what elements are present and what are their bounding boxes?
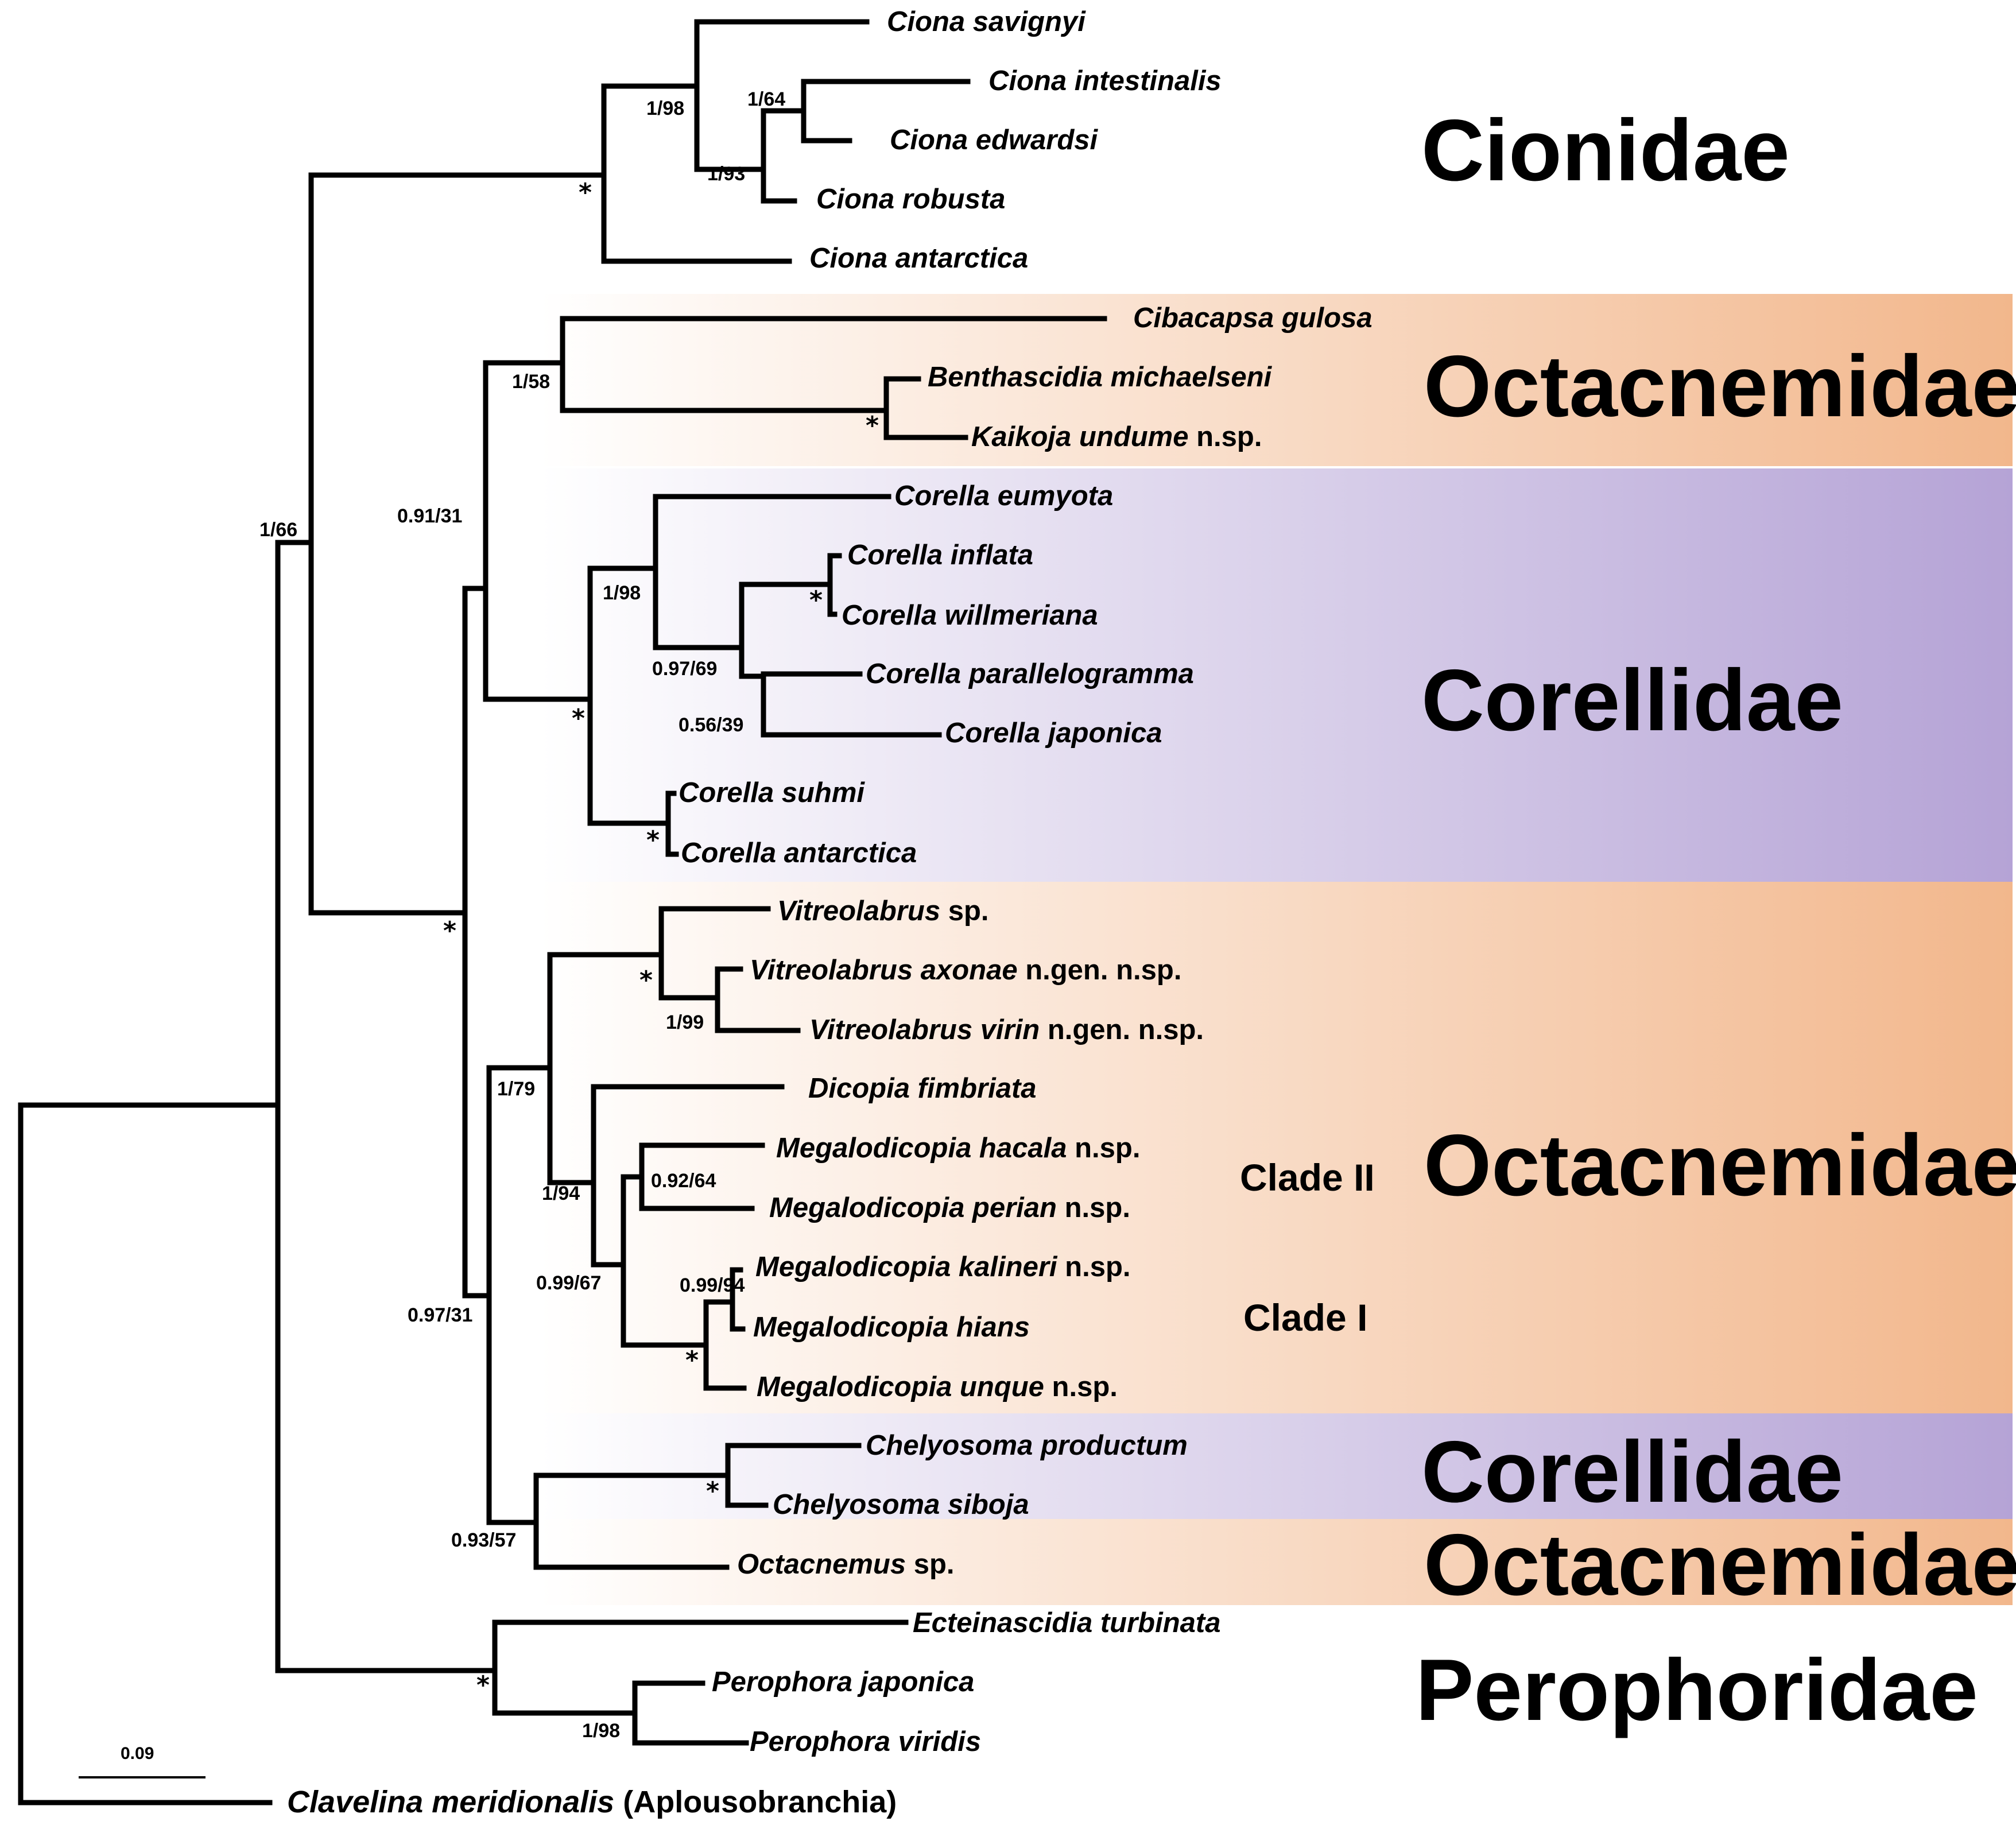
taxon-label: Ciona edwardsi — [890, 125, 1099, 156]
taxon-label: Vitreolabrus sp. — [777, 896, 989, 927]
support-value: 1/98 — [582, 1720, 620, 1742]
support-star: * — [579, 178, 592, 207]
taxon-label: Corella inflata — [847, 540, 1033, 571]
support-values: 1/66 * 1/98 1/64 1/93 * 0.91/31 1/58 * *… — [259, 88, 879, 1742]
family-label-octacnemidae: Octacnemidae — [1424, 1117, 2016, 1214]
clade-i-label: Clade I — [1243, 1296, 1367, 1339]
taxon-label: Chelyosoma productum — [866, 1430, 1188, 1461]
taxon-label: Corella eumyota — [894, 480, 1113, 512]
taxon-label: Cibacapsa gulosa — [1133, 303, 1373, 334]
support-value: 0.97/69 — [652, 658, 717, 680]
support-value: 1/94 — [542, 1183, 580, 1204]
support-value: 0.92/64 — [651, 1170, 716, 1192]
octacnemidae-band-1 — [540, 294, 2013, 466]
clade-ii-label: Clade II — [1240, 1156, 1375, 1199]
taxon-label: Corella suhmi — [679, 777, 865, 808]
family-label-octacnemidae: Octacnemidae — [1424, 1516, 2016, 1614]
support-value: 0.97/31 — [408, 1304, 472, 1326]
taxon-label: Megalodicopia unque n.sp. — [757, 1371, 1118, 1402]
taxon-label: Corella parallelogramma — [866, 658, 1194, 689]
support-star: * — [646, 826, 660, 855]
taxon-label: Perophora japonica — [712, 1667, 974, 1698]
taxon-label: Dicopia fimbriata — [808, 1073, 1037, 1104]
family-label-corellidae: Corellidae — [1421, 652, 1843, 749]
taxon-label: Chelyosoma siboja — [773, 1489, 1029, 1520]
taxon-label: Clavelina meridionalis (Aplousobranchia) — [287, 1785, 897, 1819]
tree-branches — [18, 19, 1107, 1805]
family-label-perophoridae: Perophoridae — [1416, 1641, 1978, 1739]
family-label-cionidae: Cionidae — [1421, 102, 1790, 199]
support-star: * — [639, 966, 653, 995]
support-star: * — [809, 586, 823, 615]
taxon-label: Kaikoja undume n.sp. — [971, 421, 1262, 452]
taxon-label: Corella willmeriana — [842, 600, 1098, 631]
support-star: * — [866, 411, 879, 440]
support-star: * — [476, 1671, 490, 1700]
support-value: 1/98 — [603, 582, 641, 604]
taxon-label: Ciona antarctica — [809, 243, 1028, 274]
support-star: * — [572, 704, 585, 733]
support-value: 1/79 — [497, 1078, 535, 1100]
taxon-label: Vitreolabrus axonae n.gen. n.sp. — [750, 955, 1181, 986]
scale-bar-label: 0.09 — [121, 1744, 154, 1763]
taxon-label: Ciona robusta — [816, 184, 1005, 215]
support-value: 1/98 — [646, 98, 684, 119]
taxon-label: Ciona savignyi — [887, 6, 1086, 37]
support-value: 0.56/39 — [679, 714, 743, 736]
taxon-label: Ecteinascidia turbinata — [913, 1607, 1220, 1638]
taxon-label: Megalodicopia perian n.sp. — [769, 1192, 1130, 1223]
support-value: 1/99 — [666, 1012, 704, 1033]
support-value: 0.91/31 — [397, 505, 462, 527]
support-value: 0.99/94 — [680, 1274, 745, 1296]
octacnemidae-band-2 — [540, 882, 2013, 1413]
support-value: 0.99/67 — [536, 1272, 601, 1294]
support-star: * — [706, 1477, 719, 1506]
support-value: 1/64 — [747, 88, 785, 110]
support-value: 1/93 — [707, 163, 745, 185]
corellidae-band-2 — [540, 1413, 2013, 1519]
support-star: * — [443, 916, 456, 946]
family-label-octacnemidae: Octacnemidae — [1424, 338, 2016, 435]
support-star: * — [685, 1346, 699, 1375]
family-label-corellidae: Corellidae — [1421, 1423, 1843, 1521]
taxon-label: Megalodicopia kalineri n.sp. — [755, 1251, 1131, 1282]
octacnemidae-band-3 — [540, 1519, 2013, 1605]
taxon-label: Megalodicopia hians — [753, 1312, 1030, 1343]
taxon-label: Perophora viridis — [750, 1726, 981, 1757]
taxon-labels: Ciona savignyi Ciona intestinalis Ciona … — [287, 6, 1373, 1819]
taxon-label: Corella japonica — [945, 718, 1162, 749]
taxon-label: Megalodicopia hacala n.sp. — [776, 1133, 1140, 1164]
taxon-label: Benthascidia michaelseni — [928, 362, 1273, 393]
taxon-label: Corella antarctica — [681, 838, 917, 869]
taxon-label: Ciona intestinalis — [988, 65, 1222, 96]
taxon-label: Vitreolabrus virin n.gen. n.sp. — [809, 1014, 1204, 1045]
taxon-label: Octacnemus sp. — [737, 1549, 955, 1580]
support-value: 1/66 — [259, 519, 297, 541]
support-value: 0.93/57 — [451, 1529, 516, 1551]
support-value: 1/58 — [512, 371, 550, 393]
